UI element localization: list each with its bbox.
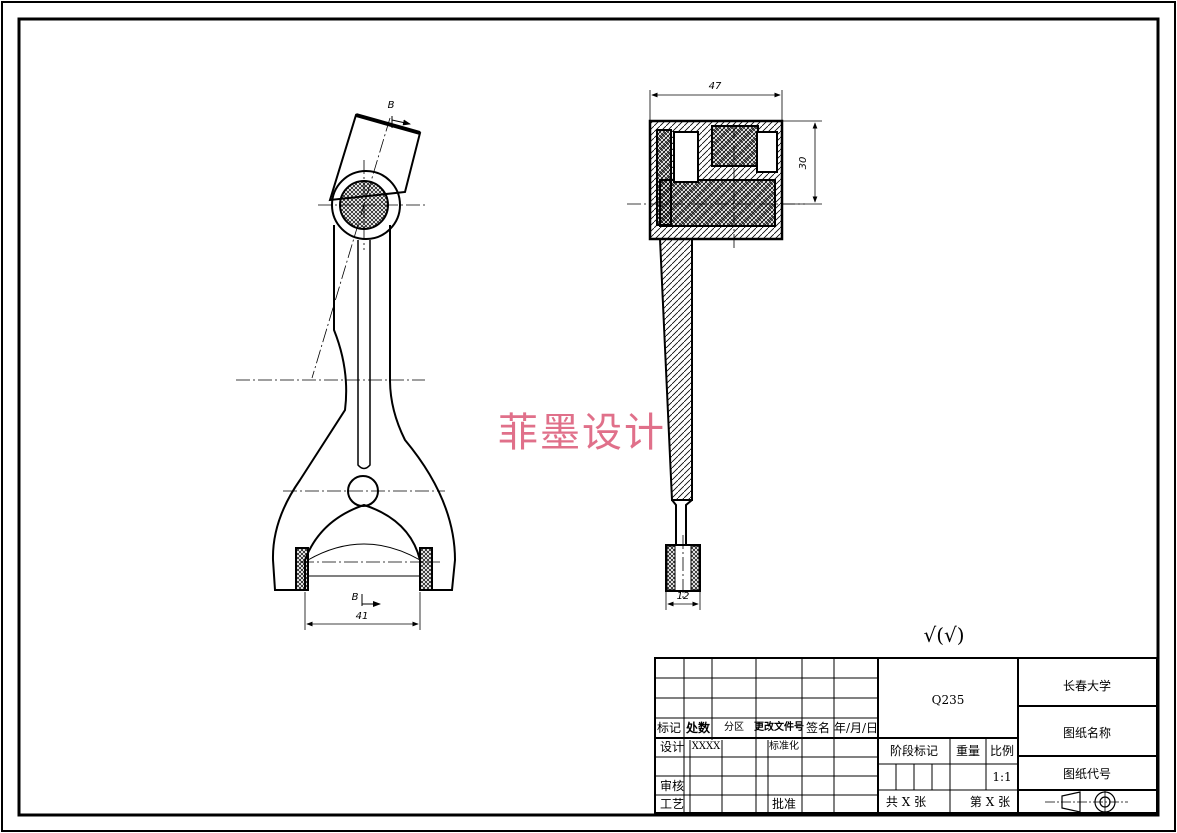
process-label: 工艺 [659, 797, 685, 811]
dim-fork-span-41: 41 [355, 611, 369, 622]
inner-frame [17, 17, 1160, 817]
surface-finish-symbol: √(√) [923, 623, 965, 647]
design-label: 设计 [659, 740, 685, 754]
sheet-number: 第 X 张 [969, 795, 1011, 809]
standardization-label: 标准化 [769, 741, 799, 752]
scale-value: 1:1 [992, 770, 1012, 784]
rev-signature-header: 签名 [805, 721, 831, 735]
rev-zone-header: 分区 [724, 722, 744, 733]
weight-label: 重量 [955, 744, 981, 758]
scale-label: 比例 [989, 744, 1015, 758]
designer-name: XXXX [691, 741, 721, 752]
fork-front-view [236, 113, 457, 630]
dim-shank-12: 12 [676, 591, 690, 602]
rev-mark-header: 标记 [656, 721, 682, 735]
watermark: 菲墨设计 [498, 410, 666, 456]
title-block [654, 657, 1158, 815]
sheets-total: 共 X 张 [885, 795, 927, 809]
fork-slot [357, 240, 371, 470]
dim-height-30: 30 [798, 156, 809, 170]
fork-arm-outline [271, 225, 457, 591]
dim-width-47: 47 [708, 81, 722, 92]
rev-date-header: 年/月/日 [833, 721, 879, 735]
school-name: 长春大学 [1062, 679, 1112, 693]
rev-change-doc-header: 更改文件号 [754, 722, 804, 733]
fork-section-view [627, 90, 822, 610]
approve-label: 批准 [771, 797, 797, 811]
drawing-code: 图纸代号 [1062, 767, 1112, 781]
fork-pad-left [295, 547, 309, 591]
rev-count-header: 处数 [685, 721, 711, 735]
drawing-name: 图纸名称 [1062, 726, 1112, 740]
fork-pad-right [419, 547, 433, 591]
review-label: 审核 [659, 779, 685, 793]
section-mark-bottom: B [351, 592, 359, 603]
section-shank [658, 238, 693, 501]
material-label: Q235 [931, 693, 965, 707]
section-mark-top: B [387, 100, 395, 111]
stage-mark-label: 阶段标记 [889, 744, 939, 758]
projection-symbol-icon [1045, 789, 1128, 815]
